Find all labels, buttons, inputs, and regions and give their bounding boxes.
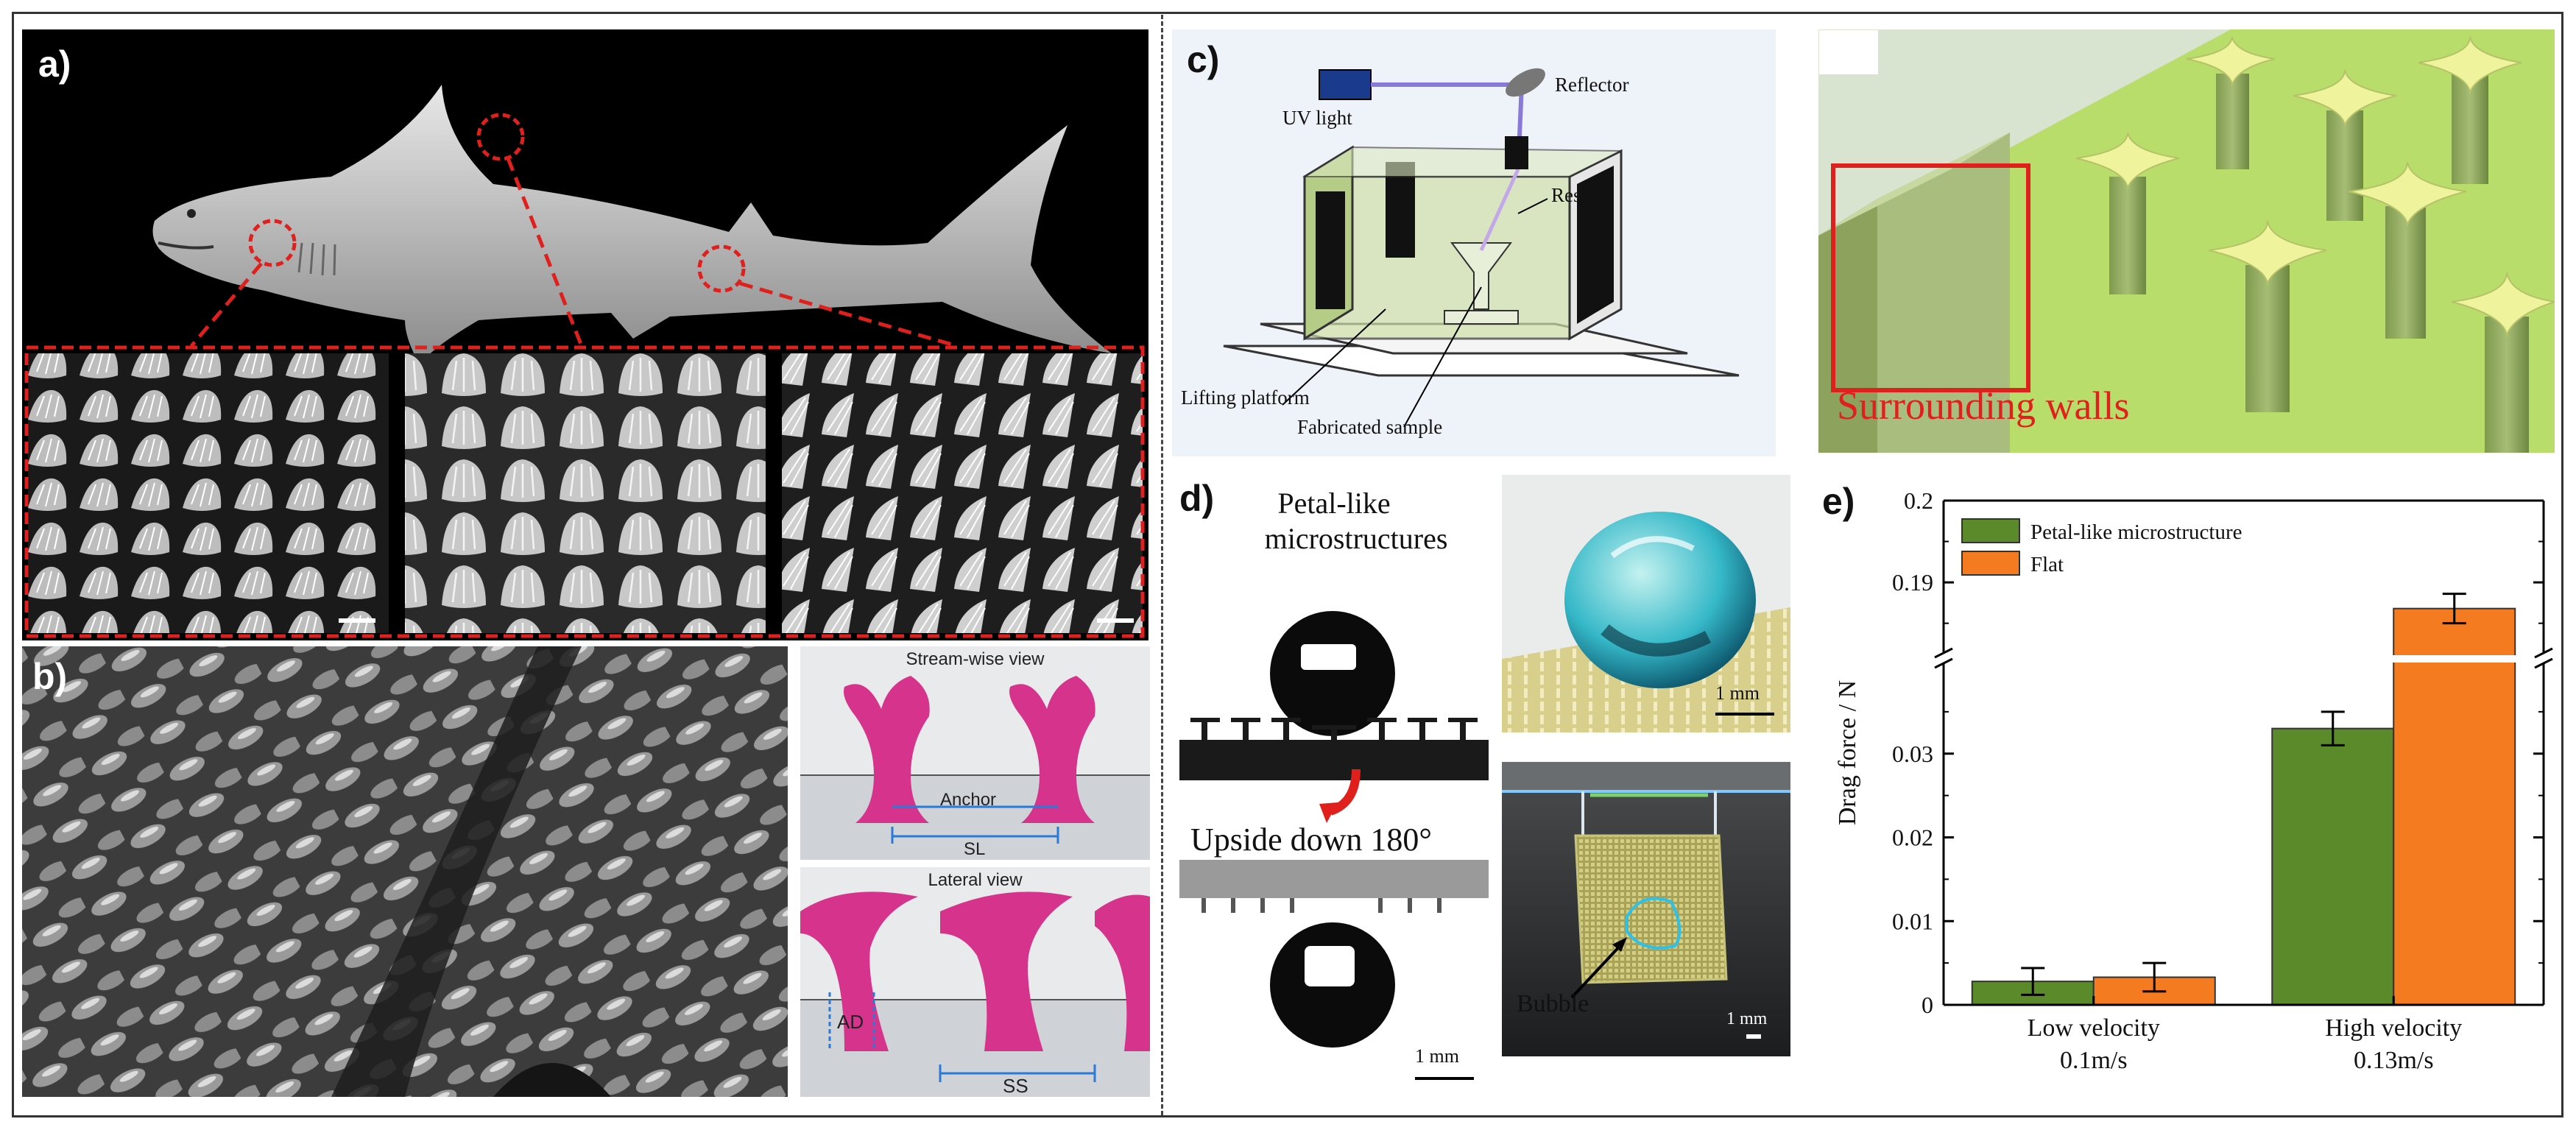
panel-c-label: c) xyxy=(1187,39,1220,80)
y-tick-label: 0.19 xyxy=(1892,569,1933,596)
panel-a-label: a) xyxy=(38,43,71,85)
panel-b-micrograph: b) xyxy=(22,646,788,1097)
bubble-photo: Bubble 1 mm xyxy=(1502,762,1790,1056)
panel-divider xyxy=(1161,15,1163,1115)
bubble-label: Bubble xyxy=(1517,990,1589,1017)
x-tick-label-line2: 0.1m/s xyxy=(2060,1047,2128,1074)
reflector-label: Reflector xyxy=(1555,74,1629,96)
shark-illustration xyxy=(24,85,1145,638)
surrounding-walls-render xyxy=(1818,29,2555,453)
panel-a: a) xyxy=(22,29,1148,640)
y-tick-label: 0.2 xyxy=(1904,487,1933,514)
scale-bar-label-3: 1 mm xyxy=(1726,1009,1768,1028)
uv-light-label: UV light xyxy=(1282,107,1352,129)
scale-bar-label-1: 1 mm xyxy=(1415,1045,1459,1067)
legend-label: Petal-like microstructure xyxy=(2030,520,2242,544)
lateral-view-title: Lateral view xyxy=(928,870,1023,890)
stream-view-title: Stream-wise view xyxy=(906,649,1045,669)
y-tick-label: 0.01 xyxy=(1892,908,1933,934)
y-tick-label: 0 xyxy=(1922,992,1933,1018)
fabricated-sample-label: Fabricated sample xyxy=(1297,416,1443,438)
upside-down-label: Upside down 180° xyxy=(1190,822,1433,858)
droplet-contact-images xyxy=(1179,611,1489,1080)
legend-label: Flat xyxy=(2030,553,2064,576)
break-mark xyxy=(2534,647,2553,659)
break-mark xyxy=(1934,657,1953,669)
panel-b-label: b) xyxy=(32,656,68,697)
petal-pillars xyxy=(2109,74,2529,453)
denticle-micrograph xyxy=(22,646,788,1097)
figure-frame xyxy=(12,12,2563,1117)
resin-label: Resin xyxy=(1551,184,1597,206)
panel-c-render: Surrounding walls xyxy=(1818,29,2555,453)
legend-swatch xyxy=(1961,518,2020,543)
panel-d-droplet: d) Petal-like microstructures Upside dow… xyxy=(1172,471,1496,1104)
break-mark xyxy=(1934,647,1953,659)
axis-break-gap xyxy=(1945,655,2542,663)
x-tick-label: Low velocity xyxy=(2028,1014,2160,1042)
lifting-platform-label: Lifting platform xyxy=(1181,386,1310,409)
y-tick-label: 0.03 xyxy=(1892,741,1933,767)
break-mark xyxy=(2534,657,2553,669)
legend-swatch xyxy=(1961,551,2020,576)
panel-d-label: d) xyxy=(1179,478,1215,519)
droplet-photo: 1 mm xyxy=(1502,475,1790,732)
scale-bar-label-2: 1 mm xyxy=(1715,682,1760,704)
printer-schematic xyxy=(1223,68,1740,428)
x-tick-label: High velocity xyxy=(2325,1014,2462,1042)
panel-c-printer: c) UV light Reflector Resin Lifting plat… xyxy=(1172,29,1776,456)
ad-label: AD xyxy=(837,1011,864,1033)
ss-label: SS xyxy=(1003,1075,1028,1097)
surrounding-walls-label: Surrounding walls xyxy=(1837,384,2130,428)
lateral-view: Lateral view AD SS xyxy=(800,867,1150,1097)
stream-wise-view: Stream-wise view Anchor SL xyxy=(800,646,1150,860)
panel-e-label: e) xyxy=(1822,481,1855,522)
petal-title-line1: Petal-like xyxy=(1277,487,1391,520)
x-tick-label-line2: 0.13m/s xyxy=(2354,1047,2434,1074)
y-tick-label: 0.02 xyxy=(1892,824,1933,851)
anchor-label: Anchor xyxy=(940,790,997,810)
bar xyxy=(2393,607,2516,1006)
bar xyxy=(2271,727,2395,1006)
petal-title-line2: microstructures xyxy=(1264,522,1448,555)
sl-label: SL xyxy=(964,839,986,859)
y-axis-label: Drag force / N xyxy=(1834,680,1861,825)
